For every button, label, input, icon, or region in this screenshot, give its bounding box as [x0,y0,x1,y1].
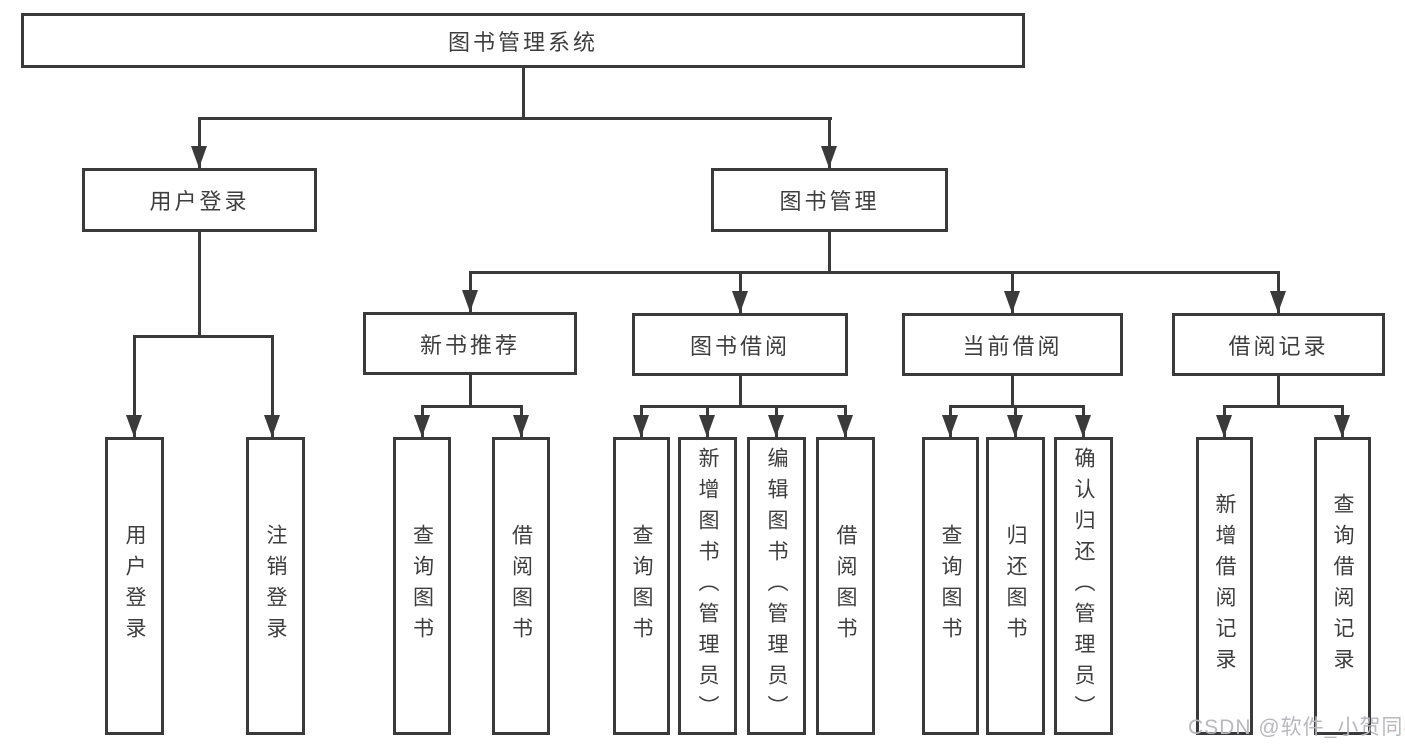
leaf-edit-books-admin-label: 编辑图书（管理员） [765,446,788,726]
arrowhead-icon [633,415,649,437]
connector-line [1277,375,1280,406]
leaf-add-books-admin-label: 新增图书（管理员） [696,446,719,726]
node-user-login: 用户登录 [82,168,317,232]
arrowhead-icon [462,290,478,312]
node-borrowing-records: 借阅记录 [1172,313,1385,376]
leaf-query-borrow-record-label: 查询借阅记录 [1331,493,1354,679]
leaf-query-books-recommend-label: 查询图书 [410,524,434,648]
connector-line [198,118,201,168]
connector-line [522,68,525,118]
leaf-query-books-current-label: 查询图书 [939,524,962,648]
leaf-return-books: 归还图书 [986,437,1045,735]
connector-line [640,405,847,408]
node-user-login-label: 用户登录 [149,189,250,214]
connector-line [469,271,1280,274]
node-book-management: 图书管理 [711,168,948,232]
connector-line [198,117,832,120]
leaf-add-books-admin: 新增图书（管理员） [678,437,737,735]
connector-line [133,336,136,437]
node-book-borrowing: 图书借阅 [632,313,848,376]
connector-line [828,118,831,168]
connector-line [1223,405,1344,408]
leaf-add-borrow-record: 新增借阅记录 [1196,437,1253,735]
leaf-user-login-label: 用户登录 [123,524,146,648]
arrowhead-icon [126,415,142,437]
arrowhead-icon [414,415,430,437]
leaf-query-books-borrowing: 查询图书 [613,437,670,735]
leaf-confirm-return-admin-label: 确认归还（管理员） [1072,446,1095,726]
arrowhead-icon [768,415,784,437]
leaf-return-books-label: 归还图书 [1004,524,1027,648]
watermark-text: CSDN @软件_小贺同 [1188,716,1404,739]
connector-line [198,232,201,336]
connector-line [133,335,274,338]
leaf-borrow-books-recommend: 借阅图书 [492,437,550,735]
connector-line [1011,376,1014,406]
arrowhead-icon [1334,415,1350,437]
node-root-label: 图书管理系统 [447,29,598,55]
connector-line [469,375,472,406]
arrowhead-icon [821,146,837,168]
arrowhead-icon [513,415,529,437]
node-new-book-recommend-label: 新书推荐 [419,332,520,358]
arrowhead-icon [1007,415,1023,437]
leaf-query-books-current: 查询图书 [922,437,979,735]
node-book-borrowing-label: 图书借阅 [689,333,790,359]
arrowhead-icon [264,415,280,437]
arrowhead-icon [837,415,853,437]
connector-line [739,376,742,406]
arrowhead-icon [191,146,207,168]
connector-line [271,336,274,437]
node-new-book-recommend: 新书推荐 [363,312,577,375]
leaf-query-books-borrowing-label: 查询图书 [630,524,653,648]
leaf-borrow-books-borrowing: 借阅图书 [816,437,875,735]
leaf-confirm-return-admin: 确认归还（管理员） [1054,437,1113,735]
node-root: 图书管理系统 [21,13,1025,68]
leaf-borrow-books-borrowing-label: 借阅图书 [834,524,857,648]
connector-line [949,405,1085,408]
watermark-accent: 学 [1403,716,1405,739]
arrowhead-icon [1270,291,1286,313]
node-current-borrowing: 当前借阅 [902,313,1123,376]
connector-line [828,232,831,272]
arrowhead-icon [699,415,715,437]
node-borrowing-records-label: 借阅记录 [1228,333,1329,359]
leaf-logout: 注销登录 [246,437,305,735]
leaf-query-borrow-record: 查询借阅记录 [1314,437,1371,735]
leaf-borrow-books-recommend-label: 借阅图书 [509,524,533,648]
watermark: CSDN @软件_小贺同学 [1188,711,1405,741]
arrowhead-icon [1075,415,1091,437]
leaf-logout-label: 注销登录 [264,524,287,648]
connector-line [421,405,523,408]
leaf-add-borrow-record-label: 新增借阅记录 [1213,493,1236,679]
node-book-management-label: 图书管理 [779,189,880,214]
arrowhead-icon [1216,415,1232,437]
leaf-query-books-recommend: 查询图书 [393,437,451,735]
arrowhead-icon [732,291,748,313]
node-current-borrowing-label: 当前借阅 [962,333,1063,359]
leaf-user-login: 用户登录 [105,437,164,735]
arrowhead-icon [1004,291,1020,313]
arrowhead-icon [942,415,958,437]
leaf-edit-books-admin: 编辑图书（管理员） [747,437,806,735]
